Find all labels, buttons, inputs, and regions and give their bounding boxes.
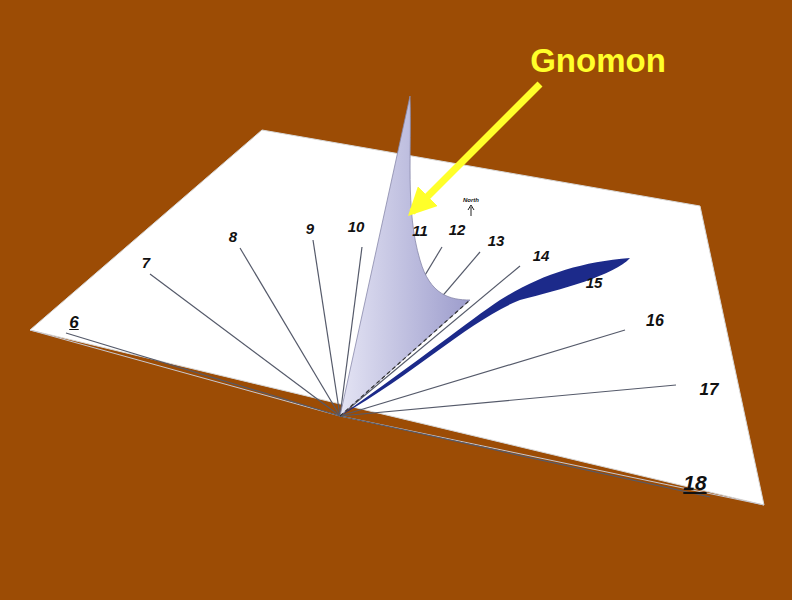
hour-number: 18 [683,472,706,493]
direction-label: North [463,197,479,203]
hour-number: 10 [348,219,365,234]
hour-number: 15 [586,275,603,290]
callout-arrow [412,84,540,212]
north-arrowhead [468,205,474,210]
hour-number: 8 [229,229,237,244]
hour-number: 6 [69,314,78,331]
hour-number: 9 [306,221,314,236]
gnomon-fold [340,300,470,416]
hour-number: 16 [646,313,664,329]
north-arrow [471,207,472,216]
hour-number: 7 [142,255,150,270]
callout-label: Gnomon [530,44,666,77]
hour-number: 17 [700,381,719,398]
hour-number: 12 [449,222,466,237]
gnomon [340,96,470,416]
hour-number: 14 [533,248,550,263]
hour-number: 13 [488,233,505,248]
hour-number: 11 [412,223,428,238]
